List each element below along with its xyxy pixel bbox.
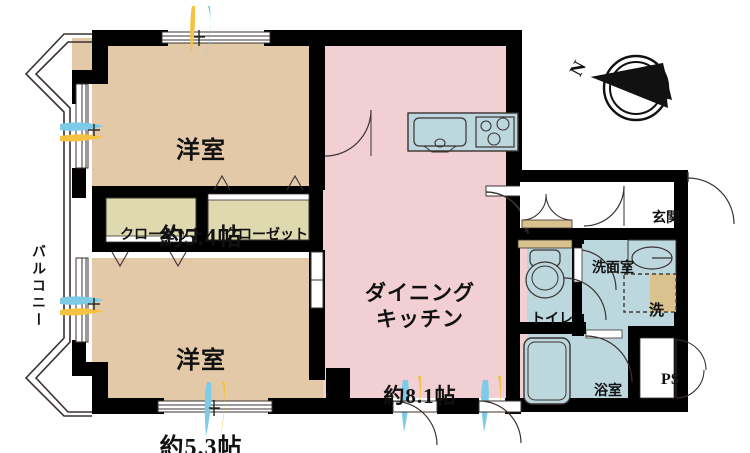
balcony-outline — [24, 33, 92, 417]
washer-slot — [623, 273, 677, 313]
dk-door-south-left — [392, 400, 438, 446]
pipe-shaft — [639, 337, 707, 399]
window-south — [157, 400, 273, 413]
entrance-door — [687, 172, 735, 225]
walls-structure — [72, 30, 688, 414]
vent-marks-north-window — [190, 6, 211, 58]
room-fill-bedroom-north — [72, 38, 323, 190]
closet-left — [105, 197, 197, 268]
bathtub — [523, 337, 571, 405]
closet-right — [207, 174, 310, 241]
room-fill-dining-kitchen — [323, 38, 521, 398]
vent-marks-west-lower — [60, 296, 104, 316]
door-toilet — [563, 247, 617, 321]
door-bedroom-north-to-dk — [324, 109, 372, 157]
shoe-cabinet-doors — [521, 193, 573, 229]
vanity-basin — [627, 239, 677, 281]
toilet-fixture — [517, 239, 573, 299]
dk-door-south-right — [478, 400, 522, 444]
compass-rose — [591, 54, 672, 122]
window-north — [161, 31, 271, 44]
vent-marks-south-window — [204, 382, 226, 440]
vent-marks-west-upper — [60, 122, 104, 142]
opening-bedroom-south-to-dk — [310, 251, 324, 309]
door-bathroom — [585, 329, 633, 383]
kitchen-counter — [407, 112, 519, 153]
door-hall-to-washroom — [583, 185, 625, 227]
entrance-hall — [520, 172, 735, 229]
